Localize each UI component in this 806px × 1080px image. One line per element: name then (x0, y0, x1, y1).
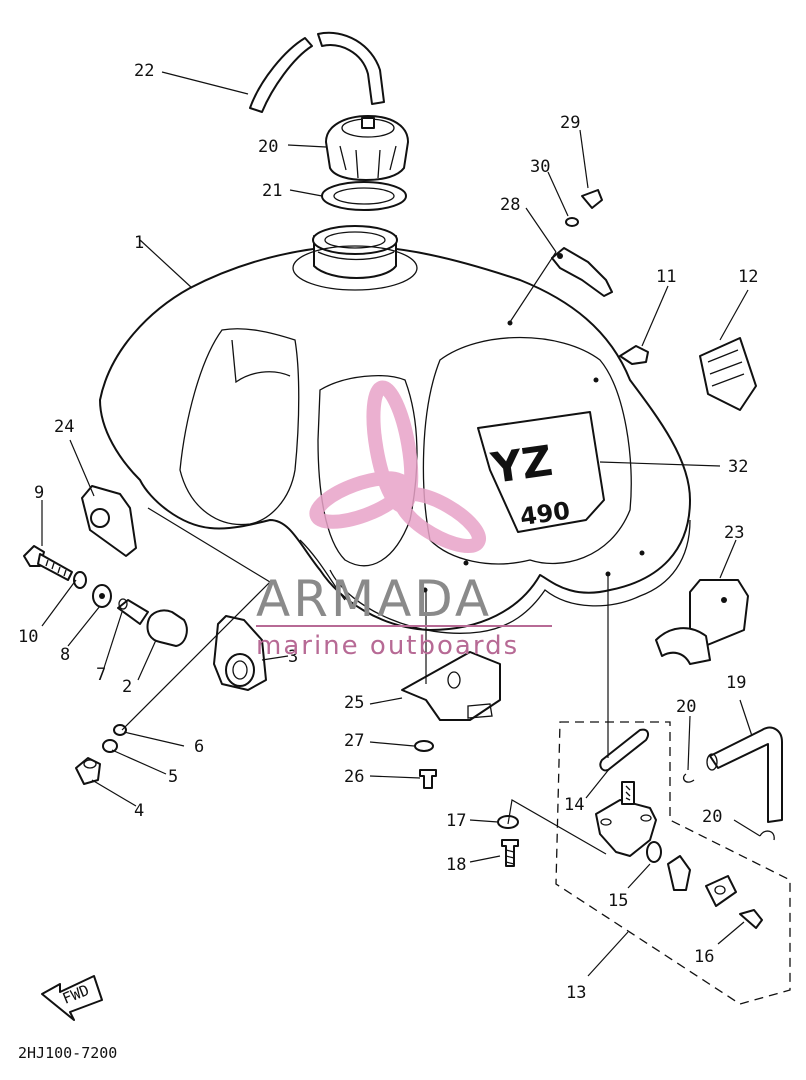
fuel-cap (325, 115, 409, 181)
callout-18: 18 (446, 855, 466, 875)
callout-9: 9 (34, 483, 44, 503)
callout-27: 26 (344, 767, 364, 787)
callout-4: 4 (134, 801, 144, 821)
callout-24: 23 (724, 523, 744, 543)
decal-yz-text: YZ (487, 436, 555, 493)
watermark: ARMADA marine outboards (256, 380, 552, 661)
watermark-brand: ARMADA (256, 570, 492, 628)
callout-5: 5 (168, 767, 178, 787)
callout-17: 17 (446, 811, 466, 831)
callout-31: 30 (530, 157, 550, 177)
breather-hose (249, 31, 385, 113)
propeller-logo-icon (309, 380, 486, 553)
callout-1: 1 (134, 233, 144, 253)
cap-gasket (321, 181, 407, 211)
callout-32: 32 (728, 457, 748, 477)
callout-28: 27 (344, 731, 364, 751)
decal-490-text: 490 (518, 497, 572, 532)
bracket-fasteners (75, 724, 127, 785)
upper-fasteners (551, 189, 757, 411)
callout-16: 16 (694, 947, 714, 967)
small-fasteners (414, 740, 519, 867)
callout-29: 28 (500, 195, 520, 215)
callout-8: 8 (60, 645, 70, 665)
callout-7: 7 (96, 665, 106, 685)
tank-bracket-24 (655, 579, 749, 665)
callout-12: 12 (738, 267, 758, 287)
tank-bracket-3 (213, 615, 267, 691)
callout-21: 20 (258, 137, 278, 157)
callout-26: 25 (344, 693, 364, 713)
seat-bracket-26 (401, 651, 501, 721)
fuel-hose (682, 726, 783, 841)
fuel-tank: YZ 490 (99, 225, 691, 634)
callout-25: 24 (54, 417, 74, 437)
callout-22: 21 (262, 181, 282, 201)
fwd-arrow-icon: FWD (41, 975, 103, 1021)
callout-23: 22 (134, 61, 154, 81)
drawing-code: 2HJ100-7200 (18, 1044, 117, 1062)
callout-13: 13 (566, 983, 586, 1003)
callout-20-upper: 20 (676, 697, 696, 717)
callout-2: 2 (122, 677, 132, 697)
callout-11: 11 (656, 267, 676, 287)
callout-15: 15 (608, 891, 628, 911)
callout-30: 29 (560, 113, 580, 133)
callout-labels: 22 20 21 1 29 30 28 11 12 32 23 24 9 10 … (18, 61, 758, 1062)
leader-lines (41, 71, 761, 977)
tank-bracket-25 (81, 485, 137, 557)
callout-14: 14 (564, 795, 584, 815)
callout-3: 3 (288, 647, 298, 667)
mount-bolt-assembly (23, 545, 188, 647)
callout-20-lower: 20 (702, 807, 722, 827)
fuel-cock-assembly (555, 721, 791, 1005)
callout-19: 19 (726, 673, 746, 693)
watermark-tagline: marine outboards (256, 631, 519, 661)
callout-10: 10 (18, 627, 38, 647)
callout-6: 6 (194, 737, 204, 757)
